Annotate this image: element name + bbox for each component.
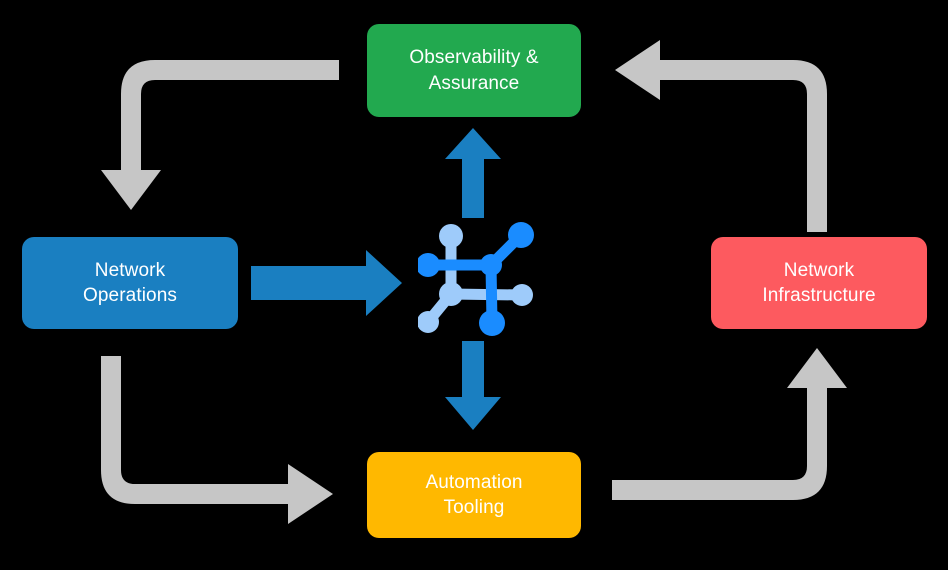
icon-node-bottom-right <box>479 310 505 336</box>
blue-arrow-down <box>445 341 501 430</box>
node-box-operations[interactable]: Network Operations <box>22 237 238 329</box>
icon-node-mid-left <box>418 253 440 277</box>
blue-arrow-up <box>445 128 501 218</box>
icon-node-bottom-left <box>418 311 439 333</box>
icon-nodes-light <box>418 224 533 333</box>
node-box-infrastructure[interactable]: Network Infrastructure <box>711 237 927 329</box>
gray-elbow-arrow-bottom-left <box>101 356 333 524</box>
gray-elbow-arrow-bottom-right <box>612 348 847 500</box>
gray-elbow-arrow-top-left <box>101 60 339 210</box>
node-label-operations: Network Operations <box>83 259 177 306</box>
node-label-infrastructure: Network Infrastructure <box>762 259 876 306</box>
node-label-automation: Automation Tooling <box>425 471 523 518</box>
node-box-observability[interactable]: Observability & Assurance <box>367 24 581 117</box>
icon-nodes-dark <box>418 222 534 336</box>
icon-node-hub-right <box>480 254 502 276</box>
node-box-automation[interactable]: Automation Tooling <box>367 452 581 538</box>
icon-node-hub-left <box>439 282 463 306</box>
gray-elbow-arrow-top-right <box>615 40 827 232</box>
icon-node-mid-right <box>511 284 533 306</box>
icon-node-top-right <box>508 222 534 248</box>
blue-arrow-right <box>251 250 402 316</box>
network-topology-icon <box>418 222 534 336</box>
node-label-observability: Observability & Assurance <box>409 47 539 94</box>
icon-node-top-left <box>439 224 463 248</box>
